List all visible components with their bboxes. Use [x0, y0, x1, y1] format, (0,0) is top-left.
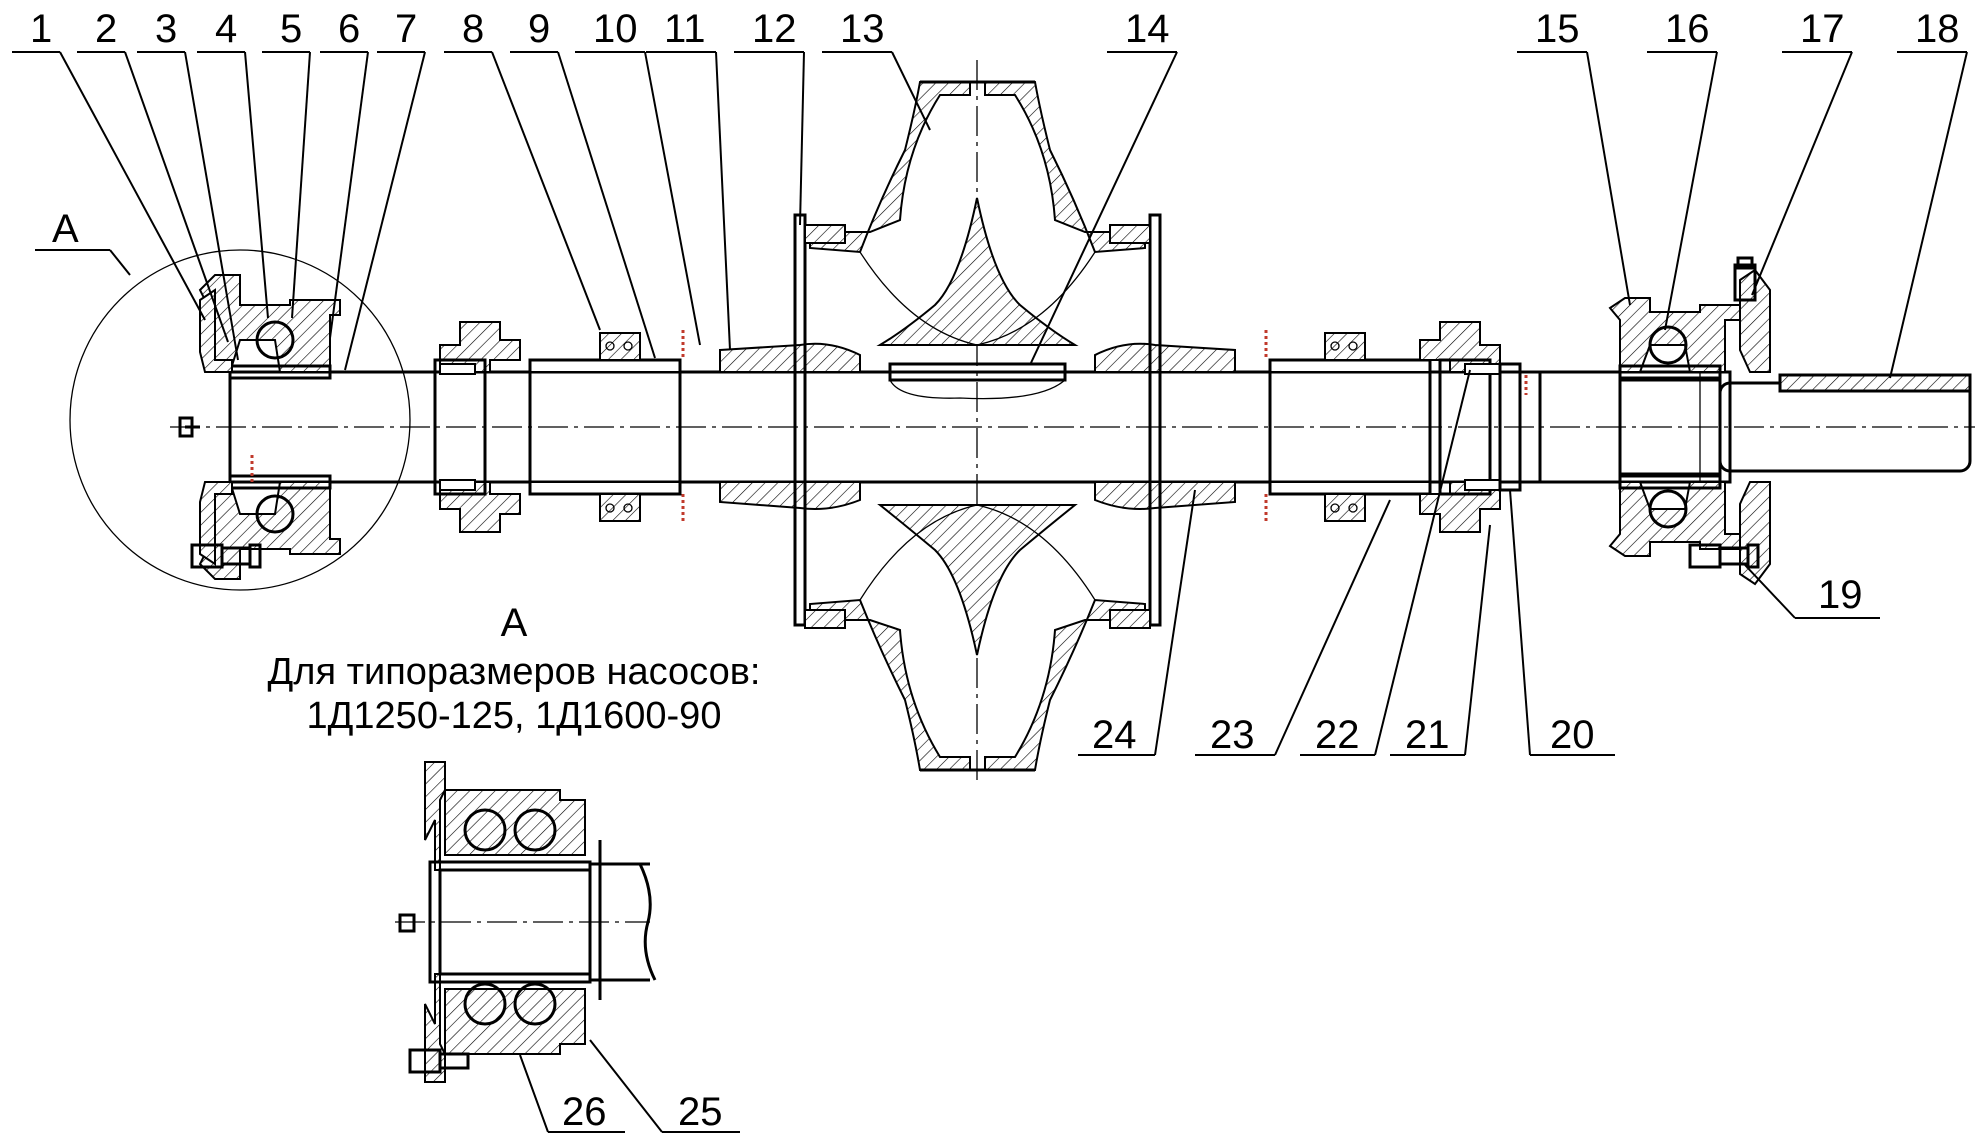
callout-leader-12: [799, 51, 805, 226]
callout-4: 4: [215, 7, 237, 51]
detail-caption-letter: А: [501, 601, 528, 645]
callout-20: 20: [1550, 713, 1595, 757]
detail-caption-line1: Для типоразмеров насосов:: [268, 651, 761, 693]
callout-18: 18: [1915, 7, 1960, 51]
callout-19-group: 19: [1744, 564, 1880, 619]
callout-leader-6: [329, 51, 369, 339]
callout-2: 2: [95, 7, 117, 51]
detail-view-a: [395, 761, 657, 1083]
callout-6: 6: [338, 7, 360, 51]
callout-leader-13: [891, 51, 931, 131]
detail-view-a-circle: [69, 249, 411, 591]
detail-caption: А Для типоразмеров насосов: 1Д1250-125, …: [268, 601, 761, 737]
lantern-ring-right: [1324, 332, 1366, 522]
callout-9: 9: [528, 7, 550, 51]
callout-leader-18: [1889, 51, 1968, 379]
callout-leader-3: [184, 51, 239, 361]
bearing-cover-right: [1733, 256, 1771, 586]
callout-22: 22: [1315, 713, 1360, 757]
callout-leader-15: [1586, 51, 1631, 306]
callout-leader-11: [715, 51, 731, 351]
wear-ring-left: [793, 213, 846, 629]
callout-leader-17: [1751, 51, 1853, 296]
callout-3: 3: [155, 7, 177, 51]
callout-14: 14: [1125, 7, 1170, 51]
callout-leader-9: [557, 51, 656, 359]
callout-12: 12: [752, 7, 797, 51]
bolt-right: [1688, 543, 1760, 569]
callout-leader-8: [491, 51, 601, 331]
view-a-letter: А: [52, 207, 79, 251]
detail-caption-line2: 1Д1250-125, 1Д1600-90: [307, 695, 722, 737]
lantern-ring-left: [599, 332, 641, 522]
impeller-nut-right: [1094, 342, 1236, 510]
callout-leader-16: [1664, 51, 1718, 331]
gland-left: [433, 321, 521, 533]
bolt-left: [190, 543, 262, 569]
callout-19: 19: [1818, 573, 1863, 617]
callout-15: 15: [1535, 7, 1580, 51]
callout-21: 21: [1405, 713, 1450, 757]
callout-16: 16: [1665, 7, 1710, 51]
callout-5: 5: [280, 7, 302, 51]
detail-callouts: 26 25: [519, 1039, 740, 1134]
view-a-mark: А: [35, 207, 131, 276]
wear-ring-right: [1109, 213, 1162, 629]
callout-24: 24: [1092, 713, 1137, 757]
impeller-nut-left: [719, 342, 861, 510]
callout-leader-1: [59, 51, 206, 321]
callout-17: 17: [1800, 7, 1845, 51]
bearing-housing-right: [1608, 297, 1741, 557]
callout-25: 25: [678, 1090, 723, 1134]
callout-leader-7: [344, 51, 426, 371]
impeller-key: [888, 362, 1067, 382]
callout-26: 26: [562, 1090, 607, 1134]
drive-key: [1778, 373, 1972, 393]
callout-7: 7: [395, 7, 417, 51]
impeller-disc-bottom: [877, 504, 1078, 656]
callout-1: 1: [30, 7, 52, 51]
callout-leader-14: [1029, 51, 1178, 366]
callout-leader-5: [291, 51, 311, 319]
callout-leader-2: [124, 51, 229, 343]
callout-13: 13: [840, 7, 885, 51]
callout-10: 10: [593, 7, 638, 51]
impeller-disc-top: [876, 197, 1079, 346]
bottom-callouts: 24 23 22 21 20: [1078, 369, 1615, 757]
callout-leader-4: [244, 51, 269, 319]
callout-leader-10: [644, 51, 701, 346]
callout-8: 8: [462, 7, 484, 51]
callout-23: 23: [1210, 713, 1255, 757]
callout-11: 11: [664, 7, 706, 51]
